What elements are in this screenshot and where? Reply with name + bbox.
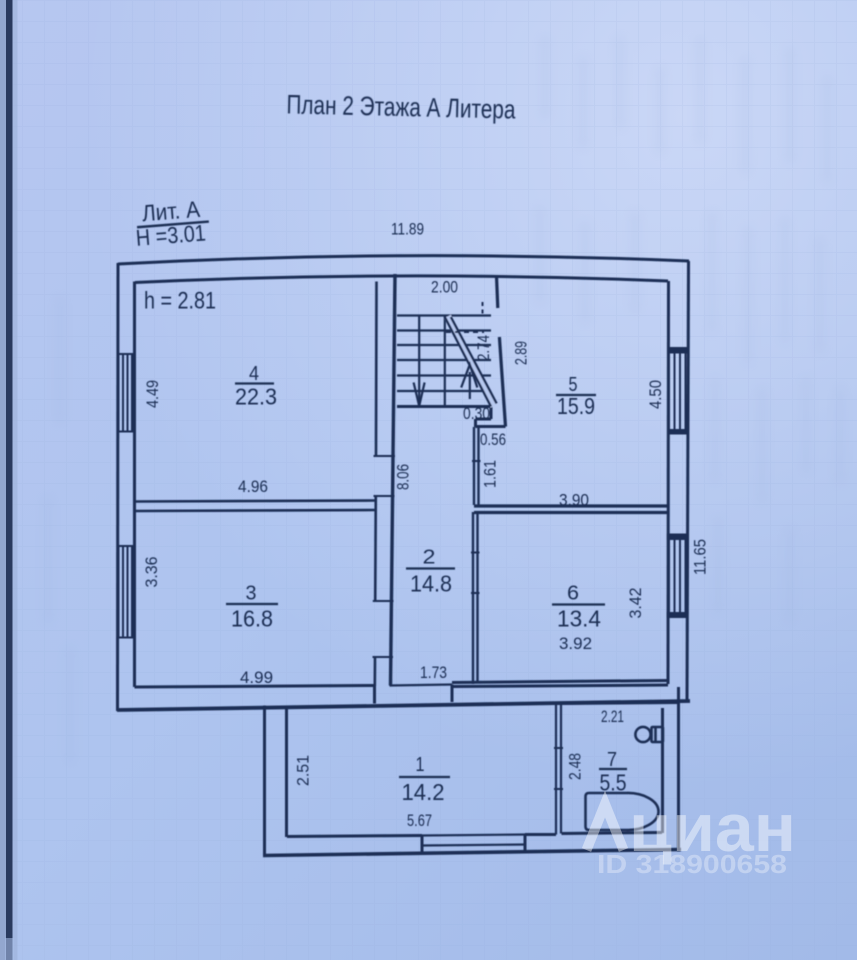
svg-text:14.8: 14.8 xyxy=(410,571,452,597)
svg-text:4.49: 4.49 xyxy=(143,380,162,408)
svg-text:h = 2.81: h = 2.81 xyxy=(144,288,216,315)
svg-text:Н =3.01: Н =3.01 xyxy=(135,219,207,250)
svg-text:5.67: 5.67 xyxy=(407,811,432,830)
svg-text:15.9: 15.9 xyxy=(557,393,595,419)
svg-text:3.36: 3.36 xyxy=(142,557,161,588)
svg-text:3.42: 3.42 xyxy=(626,588,645,619)
svg-text:7: 7 xyxy=(607,749,617,771)
svg-text:4.50: 4.50 xyxy=(646,380,665,409)
svg-text:8.06: 8.06 xyxy=(394,464,413,490)
svg-text:2.48: 2.48 xyxy=(566,753,585,780)
svg-text:1.73: 1.73 xyxy=(420,663,447,682)
svg-text:6: 6 xyxy=(567,583,579,605)
svg-text:4.99: 4.99 xyxy=(240,668,273,687)
svg-text:4.96: 4.96 xyxy=(238,477,268,496)
svg-text:2.21: 2.21 xyxy=(601,707,624,726)
svg-text:2: 2 xyxy=(423,547,436,569)
svg-text:ID 318900658: ID 318900658 xyxy=(597,849,787,879)
svg-text:циан: циан xyxy=(629,790,796,866)
svg-text:2.00: 2.00 xyxy=(431,278,458,297)
svg-text:14.2: 14.2 xyxy=(402,779,445,805)
svg-text:2.89: 2.89 xyxy=(512,341,531,365)
svg-text:4: 4 xyxy=(249,363,259,385)
svg-text:План 2 Этажа А Литера: План 2 Этажа А Литера xyxy=(286,89,516,124)
svg-text:0.56: 0.56 xyxy=(480,430,506,449)
svg-text:2.51: 2.51 xyxy=(294,755,313,786)
svg-text:1.61: 1.61 xyxy=(481,460,500,488)
svg-text:0.30: 0.30 xyxy=(463,404,490,423)
svg-text:11.65: 11.65 xyxy=(691,539,710,575)
svg-text:3.92: 3.92 xyxy=(559,634,592,653)
svg-text:3: 3 xyxy=(246,583,257,605)
svg-text:13.4: 13.4 xyxy=(557,606,601,632)
svg-text:22.3: 22.3 xyxy=(235,384,277,410)
svg-text:16.8: 16.8 xyxy=(231,606,273,632)
svg-text:5.5: 5.5 xyxy=(600,770,627,796)
svg-text:5: 5 xyxy=(569,374,578,396)
svg-text:1: 1 xyxy=(416,754,425,776)
svg-text:Лит. А: Лит. А xyxy=(141,196,201,227)
svg-text:2.74: 2.74 xyxy=(474,335,493,361)
svg-text:11.89: 11.89 xyxy=(391,220,424,239)
svg-text:3.90: 3.90 xyxy=(559,491,589,510)
